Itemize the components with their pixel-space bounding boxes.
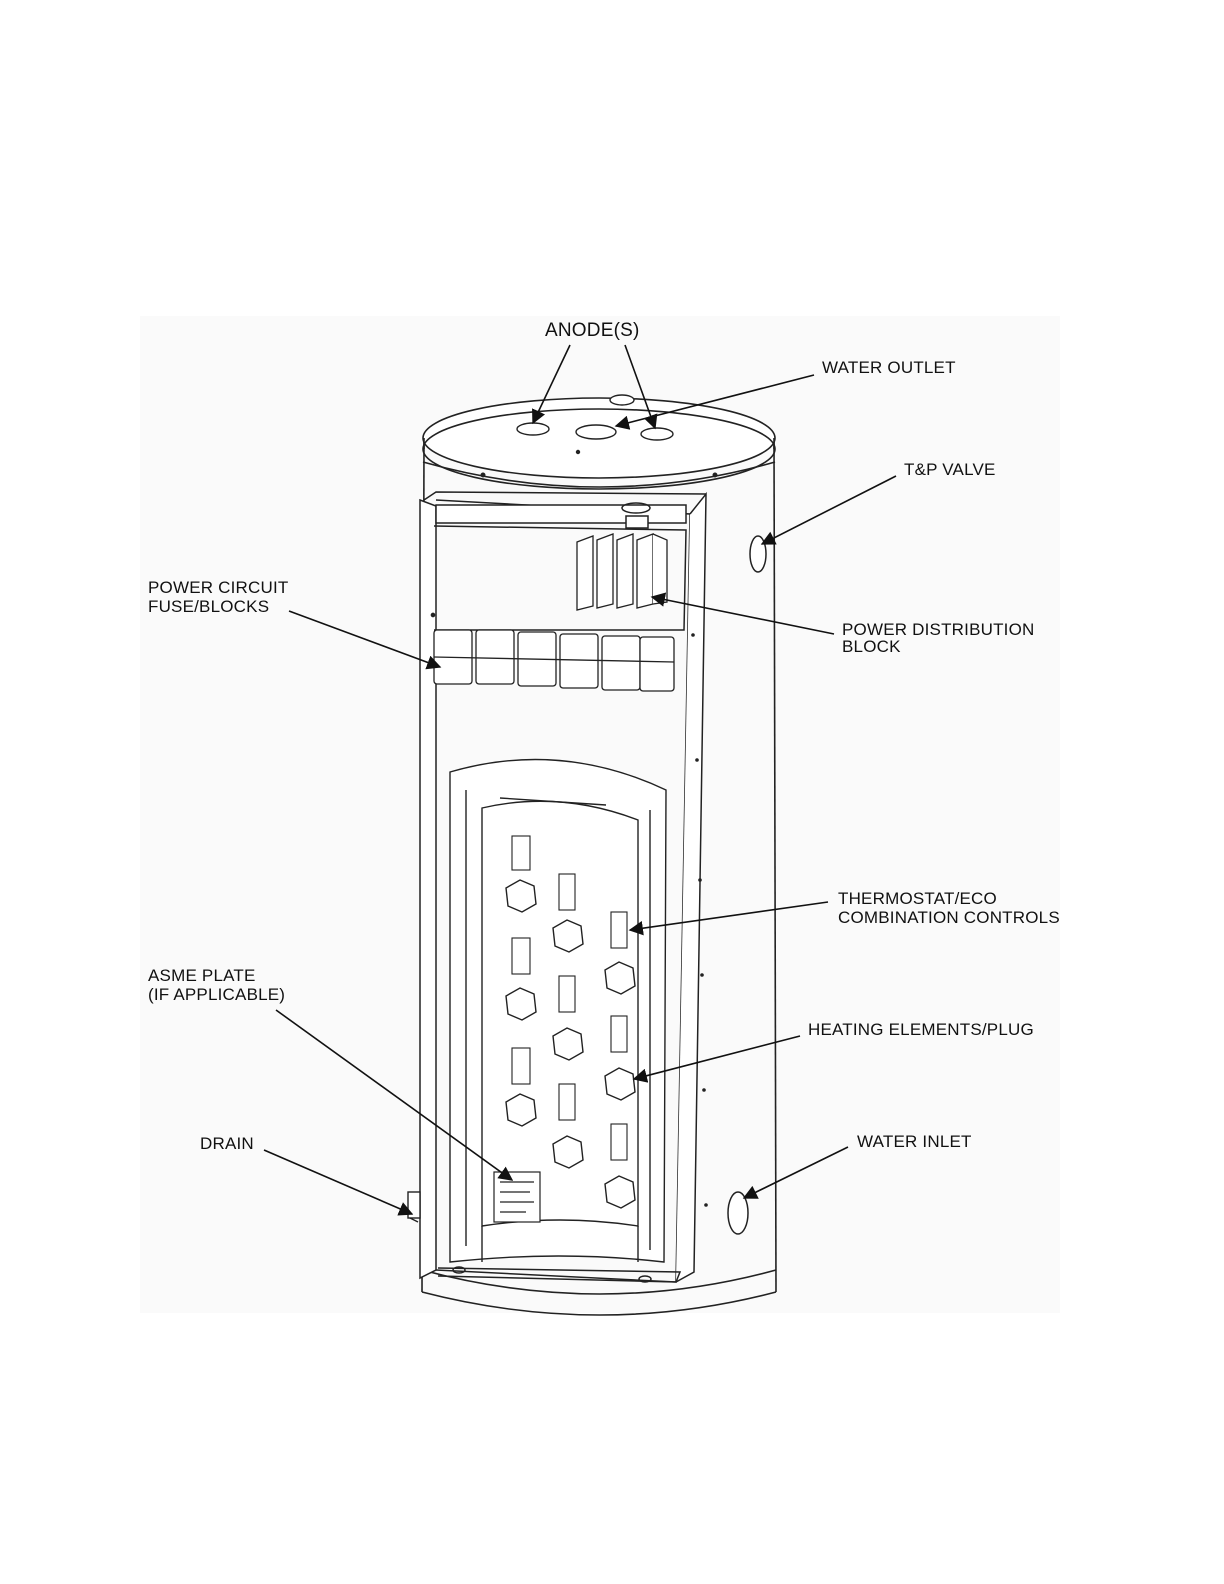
- label-tp-valve: T&P VALVE: [904, 460, 996, 479]
- fuse-blocks: [434, 630, 674, 691]
- drain-valve: [408, 1192, 420, 1222]
- anode-port-left: [517, 423, 549, 435]
- power-distribution-block: [577, 534, 667, 610]
- label-power-circuit: POWER CIRCUIT FUSE/BLOCKS: [148, 578, 288, 616]
- label-drain: DRAIN: [200, 1134, 254, 1153]
- label-power-distribution: POWER DISTRIBUTION BLOCK: [842, 621, 1035, 655]
- label-asme-plate: ASME PLATE (IF APPLICABLE): [148, 966, 285, 1004]
- label-anodes: ANODE(S): [545, 320, 640, 341]
- asme-plate: [494, 1172, 540, 1222]
- label-water-outlet: WATER OUTLET: [822, 358, 956, 377]
- water-outlet-port: [576, 425, 616, 439]
- label-water-inlet: WATER INLET: [857, 1132, 972, 1151]
- anode-port-right: [641, 428, 673, 440]
- label-thermostat: THERMOSTAT/ECO COMBINATION CONTROLS: [838, 889, 1060, 927]
- label-heating-elements: HEATING ELEMENTS/PLUG: [808, 1020, 1034, 1039]
- tp-valve-port: [750, 536, 766, 572]
